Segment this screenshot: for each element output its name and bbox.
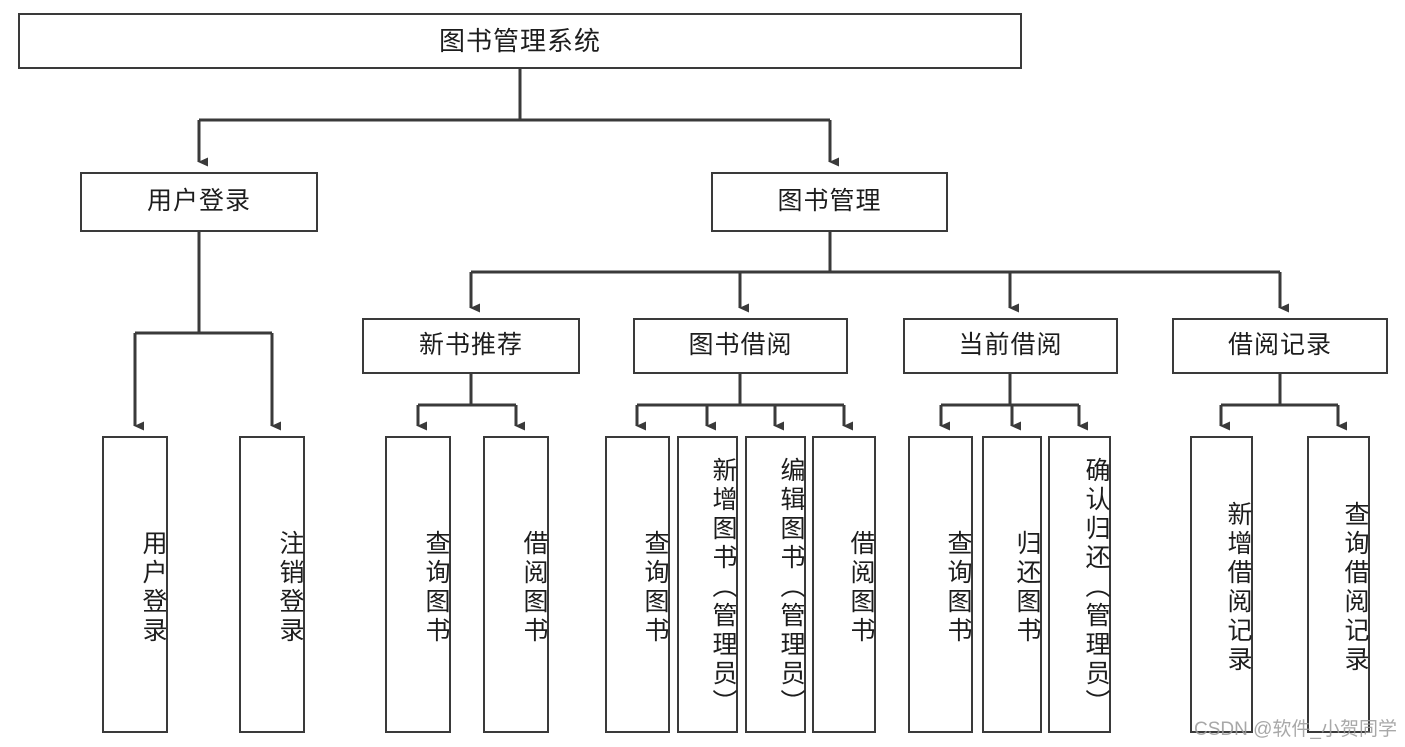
node-new-book-recommend-label: 新书推荐 <box>418 331 523 360</box>
node-leaf-return-book-label: 归还图书 <box>1013 529 1041 646</box>
node-leaf-logout-label: 注销登录 <box>276 529 304 646</box>
node-leaf-query-book-3[interactable]: 查询图书 <box>908 436 973 733</box>
node-root[interactable]: 图书管理系统 <box>18 13 1022 69</box>
node-leaf-borrow-book-2[interactable]: 借阅图书 <box>812 436 876 733</box>
node-leaf-confirm-return-label: 确认归还（管理员） <box>1082 457 1110 718</box>
node-current-borrow[interactable]: 当前借阅 <box>903 318 1118 374</box>
node-leaf-borrow-book-2-label: 借阅图书 <box>847 529 875 646</box>
node-leaf-add-book[interactable]: 新增图书（管理员） <box>677 436 738 733</box>
watermark: CSDN @软件_小贺同学 <box>1194 719 1397 740</box>
node-user-login[interactable]: 用户登录 <box>80 172 318 232</box>
node-leaf-query-book-3-label: 查询图书 <box>944 529 972 646</box>
node-leaf-confirm-return[interactable]: 确认归还（管理员） <box>1048 436 1111 733</box>
node-leaf-edit-book-label: 编辑图书（管理员） <box>777 457 805 718</box>
node-leaf-edit-book[interactable]: 编辑图书（管理员） <box>745 436 806 733</box>
node-leaf-logout[interactable]: 注销登录 <box>239 436 305 733</box>
node-leaf-add-book-label: 新增图书（管理员） <box>709 457 737 718</box>
node-book-borrow-label: 图书借阅 <box>688 331 793 360</box>
node-root-label: 图书管理系统 <box>438 25 601 56</box>
node-leaf-user-login[interactable]: 用户登录 <box>102 436 168 733</box>
node-book-manage-label: 图书管理 <box>777 187 882 216</box>
node-leaf-add-record[interactable]: 新增借阅记录 <box>1190 436 1253 733</box>
node-leaf-query-book-1-label: 查询图书 <box>422 529 450 646</box>
node-leaf-user-login-label: 用户登录 <box>139 529 167 646</box>
node-user-login-label: 用户登录 <box>146 187 251 216</box>
node-new-book-recommend[interactable]: 新书推荐 <box>362 318 580 374</box>
node-leaf-borrow-book-1-label: 借阅图书 <box>520 529 548 646</box>
node-leaf-query-book-2[interactable]: 查询图书 <box>605 436 670 733</box>
node-leaf-return-book[interactable]: 归还图书 <box>982 436 1042 733</box>
node-leaf-borrow-book-1[interactable]: 借阅图书 <box>483 436 549 733</box>
node-leaf-query-book-1[interactable]: 查询图书 <box>385 436 451 733</box>
node-leaf-query-record-label: 查询借阅记录 <box>1341 500 1369 675</box>
node-borrow-record[interactable]: 借阅记录 <box>1172 318 1388 374</box>
node-leaf-add-record-label: 新增借阅记录 <box>1224 500 1252 675</box>
node-book-manage[interactable]: 图书管理 <box>711 172 948 232</box>
node-book-borrow[interactable]: 图书借阅 <box>633 318 848 374</box>
node-current-borrow-label: 当前借阅 <box>958 331 1063 360</box>
node-borrow-record-label: 借阅记录 <box>1227 331 1332 360</box>
node-leaf-query-book-2-label: 查询图书 <box>641 529 669 646</box>
node-leaf-query-record[interactable]: 查询借阅记录 <box>1307 436 1370 733</box>
